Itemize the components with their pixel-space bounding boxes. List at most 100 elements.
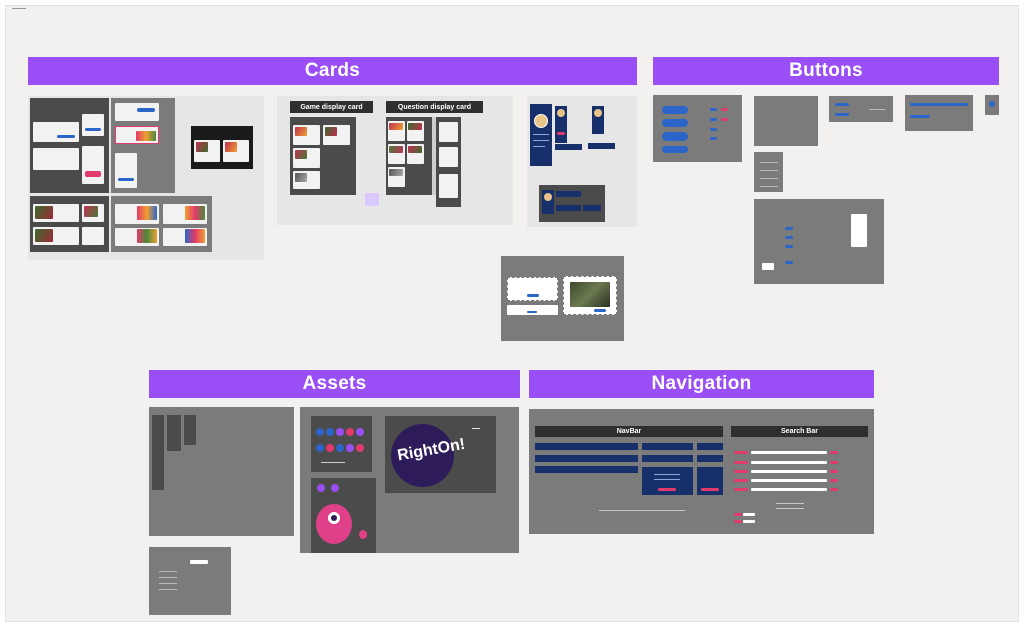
cards-frame-upload[interactable] [501,256,624,341]
sticky-note[interactable] [365,193,379,206]
dropdown-list[interactable] [851,214,867,247]
navbar-variant-small[interactable] [697,443,723,450]
small-button[interactable] [785,236,793,239]
navigation-frame[interactable]: NavBar Search Bar [529,409,874,534]
cards-frame-3[interactable] [527,96,637,227]
icon-strip [167,415,181,451]
search-button[interactable] [830,461,838,464]
card-button [85,128,101,131]
card-photo [196,142,208,152]
navbar-variant[interactable] [535,455,638,462]
card-photo [389,169,403,176]
monster-small-icon [317,484,325,492]
monster-frame [311,478,376,553]
button-row[interactable] [910,103,968,106]
small-button[interactable] [835,103,849,106]
navbar-mobile-menu[interactable] [642,467,693,495]
card-white [115,103,159,121]
small-button[interactable] [710,118,717,121]
assets-frame-icons[interactable] [149,407,294,536]
logo-frame: RightOn! [385,416,496,493]
assets-frame-brand[interactable]: RightOn! [300,407,519,553]
card-photo [137,229,157,243]
search-button[interactable] [830,488,838,491]
text-line [869,109,885,110]
search-input[interactable] [751,451,827,454]
card-photo [225,142,237,152]
buttons-frame-7[interactable] [754,199,884,284]
small-button[interactable] [785,227,793,230]
primary-button[interactable] [662,119,688,127]
search-input[interactable] [751,488,827,491]
frame-divider [432,117,436,195]
small-button[interactable] [710,128,717,131]
profile-chip-row [555,144,582,150]
section-banner-cards: Cards [28,57,637,85]
buttons-frame-6[interactable] [754,152,783,192]
avatar-icon [336,428,344,436]
navbar-mobile-small[interactable] [697,467,723,495]
button-row[interactable] [910,115,930,118]
buttons-frame-3[interactable] [829,96,893,122]
card-dark-preview [191,126,253,169]
small-button[interactable] [710,108,717,111]
search-tag [734,470,748,473]
primary-button[interactable] [662,132,688,141]
search-input[interactable] [751,461,827,464]
round-button[interactable] [989,101,995,107]
design-canvas[interactable]: Cards Buttons Assets Navigation [5,5,1019,622]
small-button[interactable] [785,261,793,264]
profile-chip-row [583,205,601,211]
buttons-frame-5[interactable] [985,95,999,115]
search-input[interactable] [751,470,827,473]
card-image-variants [30,196,109,252]
buttons-frame-2[interactable] [754,96,818,146]
search-button[interactable] [830,479,838,482]
navbar-variant-small[interactable] [697,455,723,462]
cards-frame-1[interactable] [28,96,264,260]
text-line [760,186,778,187]
card-photo [389,146,403,153]
icon-strip [152,415,164,490]
avatar-icon [346,444,354,452]
small-button[interactable] [710,137,717,140]
navbar-variant-compact[interactable] [642,455,693,462]
small-button[interactable] [835,113,849,116]
game-display-card-title: Game display card [290,101,373,113]
card-photo [295,150,307,159]
card-pink-area [85,171,101,177]
search-tag [734,520,742,523]
navbar-variant[interactable] [535,443,638,450]
search-button[interactable] [830,470,838,473]
avatar-icon [336,444,344,452]
card-photo [185,206,205,220]
small-button-pink[interactable] [721,118,728,121]
buttons-frame-main[interactable] [653,95,742,162]
upload-dropzone[interactable] [507,277,558,301]
cards-frame-2[interactable]: Game display card Question display card [277,96,513,225]
upload-button[interactable] [527,294,539,297]
profile-chip-column [542,190,554,214]
search-tag [734,451,748,454]
primary-button[interactable] [662,146,688,153]
search-tag [734,513,742,516]
small-button-pink[interactable] [721,108,728,111]
question-display-card-title: Question display card [386,101,483,113]
buttons-frame-4[interactable] [905,95,973,131]
assets-frame-form[interactable] [149,547,231,615]
card-photo [408,146,422,153]
search-input[interactable] [751,479,827,482]
navbar-variant[interactable] [535,466,638,473]
search-input-small[interactable] [743,513,755,516]
avatar-icon [356,428,364,436]
search-input-small[interactable] [743,520,755,523]
avatar-icon [316,428,324,436]
avatar-icon [326,444,334,452]
text-line [159,589,177,590]
primary-button[interactable] [662,106,688,114]
small-button[interactable] [785,245,793,248]
card-white [115,153,137,188]
caption-line [776,503,804,504]
navbar-variant-compact[interactable] [642,443,693,450]
search-button[interactable] [830,451,838,454]
